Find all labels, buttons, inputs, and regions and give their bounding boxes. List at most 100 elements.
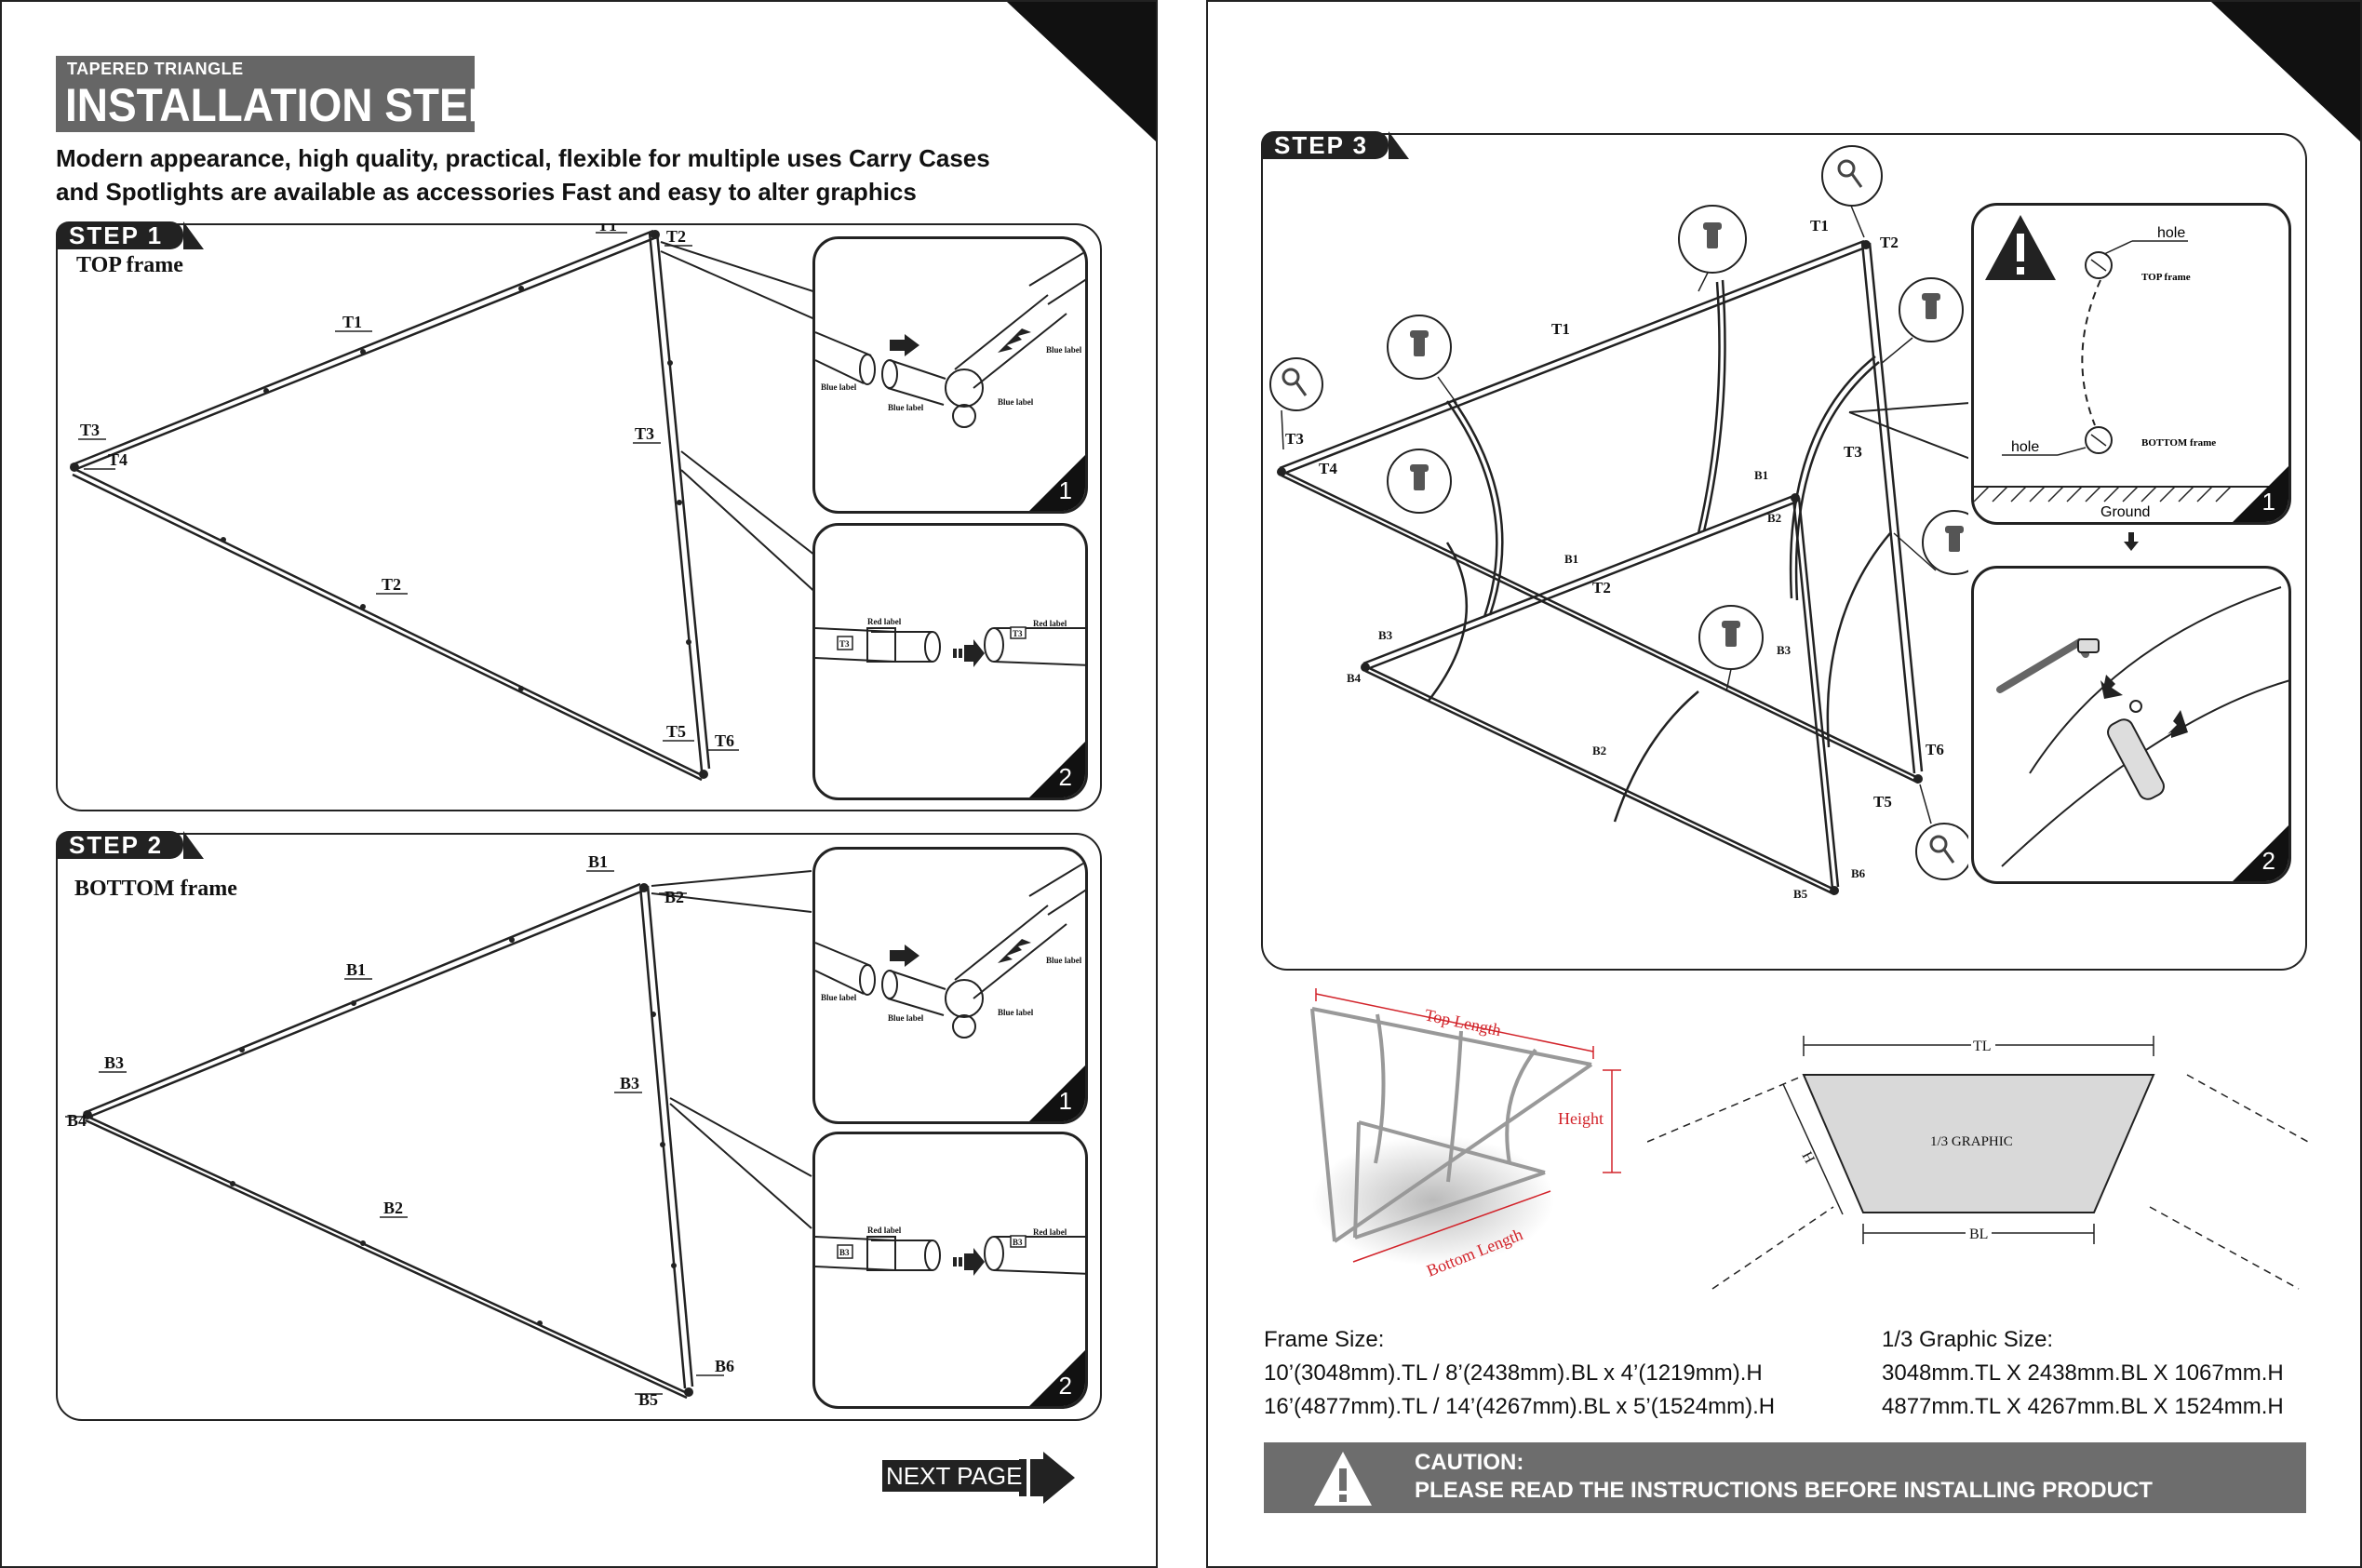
step1-inset2-number: 2 (1029, 742, 1085, 797)
step3-label-t4: T4 (1319, 460, 1337, 477)
step1-label-t3: T3 (635, 424, 654, 443)
step1-inset1-art: Blue label Blue label Blue label Blue la… (815, 250, 1085, 428)
step1-tube-t3 (648, 232, 704, 771)
step2-tube-b1 (83, 882, 641, 1115)
step1-tag: STEP 1 (56, 221, 205, 249)
step2-label-b1: B1 (346, 960, 366, 979)
step1-label-t4: T4 (108, 450, 127, 469)
step1-tube-t2 (70, 465, 701, 776)
h-label: H (1798, 1149, 1818, 1167)
step2-label-b6: B6 (715, 1357, 734, 1375)
step1-frame-label: TOP frame (76, 253, 183, 277)
step2-inset2-number: 2 (1029, 1350, 1085, 1406)
graphic-size-line-2: 4877mm.TL X 4267mm.BL X 1524mm.H (1882, 1394, 2284, 1419)
graphic-size-title: 1/3 Graphic Size: (1882, 1327, 2054, 1352)
step3-label-t1-top: T1 (1810, 217, 1829, 235)
step3-inset2-number: 2 (2233, 825, 2288, 881)
page-gap (1158, 0, 1206, 1568)
step3-label-t2: T2 (1592, 579, 1611, 596)
step3-label-t1: T1 (1551, 320, 1570, 338)
step3-diagram: T1 T2 T1 T3 T4 T3 T2 T5 T6 B1 B2 B1 B3 B… (1269, 145, 1968, 901)
step3-label-t3: T3 (1844, 443, 1862, 461)
step1-inset2-art: Red label Red label T3 T3 (815, 617, 1085, 667)
step1-inset1-number: 1 (1029, 455, 1085, 511)
step3-inset1-art: hole TOP frame hole BOTTOM frame Ground (1974, 215, 2288, 520)
step2-label-b2-top: B2 (664, 888, 684, 906)
step2-frame-label: BOTTOM frame (74, 877, 237, 901)
step3-label-b5: B5 (1793, 887, 1808, 901)
step1-inset1-label-a: Blue label (821, 382, 857, 392)
down-arrow-icon (2124, 532, 2139, 551)
height-label: Height (1558, 1109, 1604, 1128)
step3-label-b4: B4 (1347, 671, 1362, 685)
step1-label-t2-top: T2 (666, 227, 686, 246)
step3-inset2-art (1996, 586, 2288, 867)
step3-inset-2: 2 (1971, 566, 2291, 884)
step1-diagram: T1 T2 T1 T3 T4 T3 T2 T5 T6 (70, 223, 819, 782)
page-corner-right (2211, 2, 2360, 141)
step2-label-b5: B5 (638, 1390, 658, 1409)
next-page-button[interactable]: NEXT PAGE (882, 1460, 1024, 1492)
caution-text: PLEASE READ THE INSTRUCTIONS BEFORE INST… (1415, 1478, 2153, 1503)
step2-inset1-label-c: Blue label (998, 1008, 1034, 1017)
graphic-size-line-1: 3048mm.TL X 2438mm.BL X 1067mm.H (1882, 1360, 2284, 1386)
step2-inset2-label-b: Red label (1033, 1227, 1067, 1237)
step3-inset1-hole-bottom: hole (2011, 439, 2039, 455)
graphic-label: 1/3 GRAPHIC (1930, 1134, 2013, 1149)
step2-inset2-label-a: Red label (867, 1226, 902, 1235)
header-box (56, 56, 475, 132)
step1-inset-2: Red label Red label T3 T3 2 (812, 523, 1088, 800)
step3-label-b1-top: B1 (1754, 468, 1768, 482)
header-title: INSTALLATION STEPS (65, 79, 526, 131)
step2-label-b4: B4 (67, 1111, 87, 1130)
step2-inset1-number: 1 (1029, 1065, 1085, 1121)
caution-warning-icon (1314, 1452, 1372, 1506)
step1-inset1-label-c: Blue label (998, 397, 1034, 407)
step3-label-b3-left: B3 (1378, 628, 1393, 642)
step1-inset1-label-b: Blue label (888, 403, 924, 412)
intro-line-2: and Spotlights are available as accessor… (56, 178, 917, 206)
step1-inset-1: Blue label Blue label Blue label Blue la… (812, 236, 1088, 514)
bl-label: BL (1969, 1226, 1988, 1242)
step3-inset1-bottom-frame: BOTTOM frame (2141, 437, 2216, 449)
step2-label-b1-top: B1 (588, 852, 608, 871)
step1-label-t1: T1 (342, 313, 362, 331)
step1-inset1-label-d: Blue label (1046, 345, 1082, 355)
caution-bar (1264, 1442, 2306, 1513)
step2-inset1-label-a: Blue label (821, 993, 857, 1002)
step3-inset1-top-frame: TOP frame (2141, 272, 2191, 283)
next-page-arrow-icon[interactable] (879, 1452, 1077, 1504)
step2-label-b3-left: B3 (104, 1053, 124, 1072)
step1-inset2-code-a: T3 (839, 639, 850, 649)
step1-inset2-code-b: T3 (1013, 629, 1023, 638)
frame-size-line-2: 16’(4877mm).TL / 14’(4267mm).BL x 5’(152… (1264, 1394, 1776, 1419)
frame-size-title: Frame Size: (1264, 1327, 1385, 1352)
step3-tag: STEP 3 (1261, 131, 1410, 159)
tl-label: TL (1973, 1039, 1992, 1054)
step1-label-t6: T6 (715, 731, 734, 750)
step3-label-b6: B6 (1851, 866, 1866, 880)
step2-tube-b3 (638, 885, 687, 1389)
step1-label-t5: T5 (666, 722, 686, 741)
step2-inset-1: Blue label Blue label Blue label Blue la… (812, 847, 1088, 1124)
step2-inset2-art: Red label Red label B3 B3 (815, 1226, 1085, 1276)
step3-label-t5: T5 (1873, 793, 1892, 811)
step3-inset-1: hole TOP frame hole BOTTOM frame Ground … (1971, 203, 2291, 525)
step2-inset2-code-b: B3 (1013, 1238, 1023, 1247)
graphic-size-diagram: TL BL H 1/3 GRAPHIC (1647, 1036, 2309, 1290)
step2-inset2-code-a: B3 (839, 1248, 850, 1257)
frame-dimension-illustration: Top Length Height Bottom Length (1310, 988, 1621, 1280)
step3-inset1-ground: Ground (2100, 504, 2150, 520)
step3-label-b3: B3 (1777, 643, 1792, 657)
header-subtitle: TAPERED TRIANGLE (67, 60, 244, 78)
step2-tag: STEP 2 (56, 831, 205, 859)
step2-tube-b2 (83, 1113, 686, 1394)
step2-label-b2: B2 (383, 1199, 403, 1217)
step3-label-t3-left: T3 (1285, 430, 1304, 448)
step2-inset1-label-d: Blue label (1046, 956, 1082, 965)
step1-label-t1-top: T1 (597, 223, 617, 235)
frame-size-block: Frame Size: 10’(3048mm).TL / 8’(2438mm).… (1264, 1323, 1775, 1424)
intro-line-1: Modern appearance, high quality, practic… (56, 144, 990, 172)
step1-tube-t1 (70, 229, 654, 467)
page-corner (1007, 2, 1156, 141)
